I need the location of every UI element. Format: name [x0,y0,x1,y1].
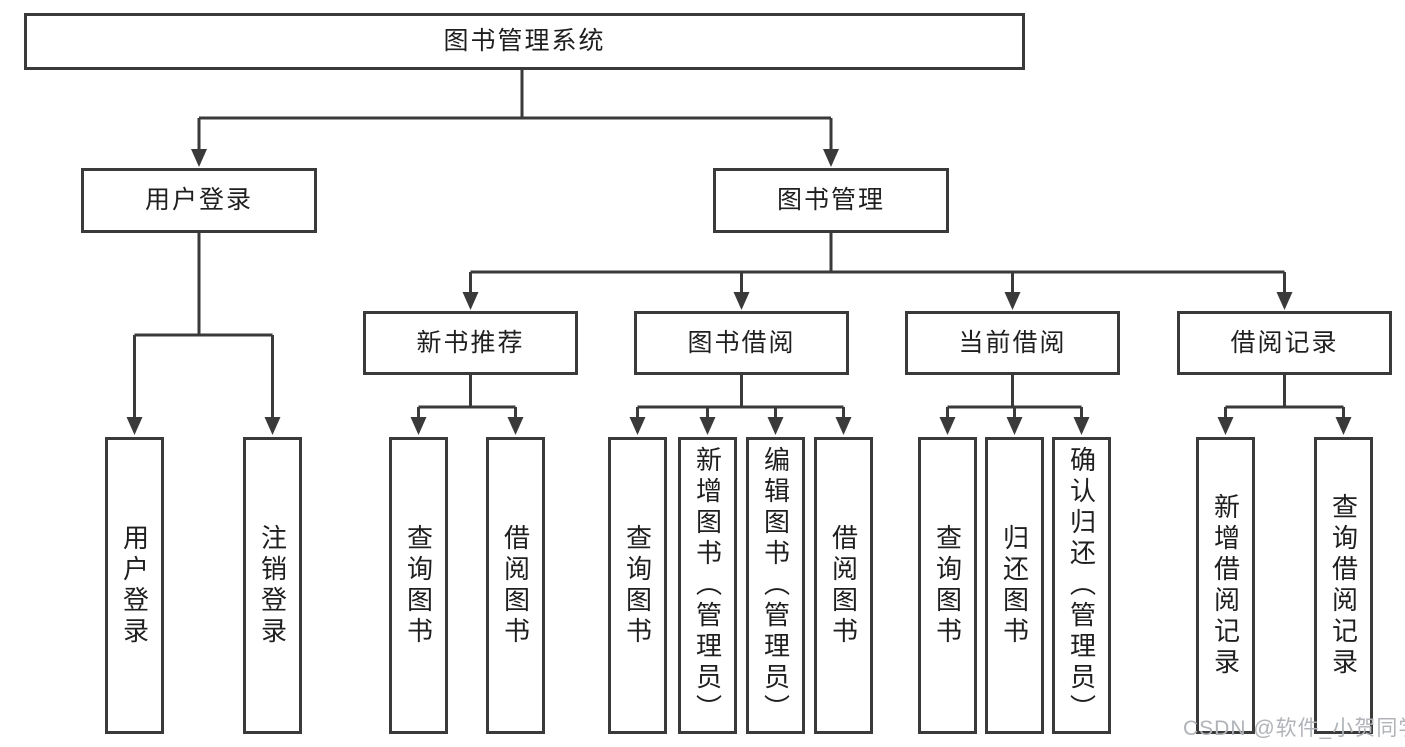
leaf-query-books: 查询图书 [389,437,448,734]
leaf-confirm-return-admin: 确认归还（管理员） [1052,437,1111,734]
leaf-logout: 注销登录 [243,437,302,734]
leaf-user-login: 用户登录 [105,437,164,734]
leaf-edit-books-admin: 编辑图书（管理员） [746,437,805,734]
leaf-query-books-2: 查询图书 [608,437,667,734]
leaf-query-borrow-record: 查询借阅记录 [1314,437,1373,734]
leaf-add-borrow-record: 新增借阅记录 [1196,437,1255,734]
node-borrow-records: 借阅记录 [1177,311,1392,375]
node-book-borrow: 图书借阅 [634,311,849,375]
node-library-management-system: 图书管理系统 [24,13,1025,70]
leaf-borrow-books: 借阅图书 [486,437,545,734]
leaf-query-books-3: 查询图书 [918,437,977,734]
csdn-watermark: CSDN @软件_小贺同学 [1183,717,1405,740]
node-new-book-recommend: 新书推荐 [363,311,578,375]
node-current-borrow: 当前借阅 [905,311,1120,375]
node-user-login: 用户登录 [81,168,317,233]
node-book-management: 图书管理 [713,168,949,233]
leaf-add-books-admin: 新增图书（管理员） [678,437,737,734]
leaf-borrow-books-2: 借阅图书 [814,437,873,734]
leaf-return-books: 归还图书 [985,437,1044,734]
